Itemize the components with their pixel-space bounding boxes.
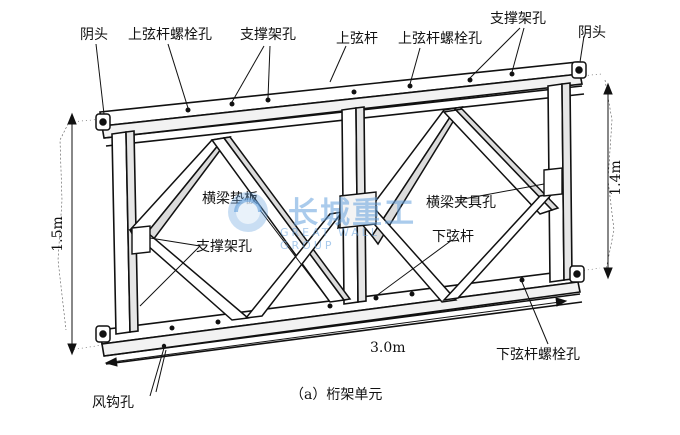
watermark-text: 长城重工	[288, 196, 416, 231]
figure-caption: （a）桁架单元	[290, 387, 383, 403]
label-brace-hole-top-left: 支撑架孔	[240, 27, 296, 43]
dim-height-right: 1.4m	[607, 160, 624, 196]
dimension-lines	[67, 82, 613, 367]
label-top-chord-bolt-hole-left: 上弦杆螺栓孔	[128, 27, 212, 43]
globe-logo-icon	[228, 192, 268, 232]
label-brace-hole-top-right: 支撑架孔	[490, 11, 546, 27]
chord-holes	[161, 71, 525, 349]
label-bottom-chord: 下弦杆	[432, 229, 474, 245]
label-top-chord: 上弦杆	[336, 31, 378, 47]
diagonals	[128, 105, 560, 321]
label-bottom-chord-bolt-hole: 下弦杆螺栓孔	[496, 347, 580, 363]
watermark-logo: 长城重工 GREAT WALL GROUP	[222, 188, 422, 252]
label-wind-hook-hole: 风钩孔	[92, 395, 134, 411]
leader-lines	[95, 27, 585, 397]
label-transom-clamp-hole: 横梁夹具孔	[426, 195, 496, 211]
end-posts	[111, 82, 573, 335]
label-male-head-right: 阴头	[578, 25, 606, 41]
dim-height-left: 1.5m	[49, 216, 66, 252]
label-male-head-left: 阴头	[80, 27, 108, 43]
plates	[131, 167, 563, 255]
end-lugs	[95, 61, 587, 343]
dim-length: 3.0m	[370, 340, 406, 356]
label-top-chord-bolt-hole-right: 上弦杆螺栓孔	[398, 31, 482, 47]
watermark-subtext: GREAT WALL GROUP	[280, 226, 381, 252]
label-brace-hole-mid: 支撑架孔	[196, 239, 252, 255]
